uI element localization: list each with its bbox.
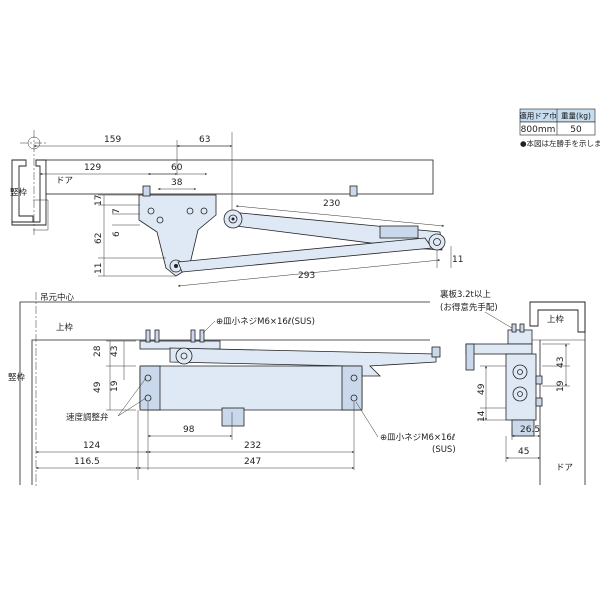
front-dim-43: 43 <box>110 346 120 357</box>
dim-293: 293 <box>298 271 315 281</box>
spec-table: 適用ドア巾 重量(kg) 800mm 50 ●本図は左勝手を示します。 <box>519 108 600 148</box>
backing-plate-label: 裏板3.2t以上 <box>440 289 491 300</box>
front-dim-247: 247 <box>244 457 261 467</box>
front-arm-pivot <box>175 347 193 365</box>
screw-bottom-label-sus: (SUS) <box>432 445 456 455</box>
front-top-frame-label: 上枠 <box>56 322 74 333</box>
frame-lip <box>33 199 49 231</box>
front-dim-19: 19 <box>110 380 120 392</box>
table-header-door-width: 適用ドア巾 <box>519 111 557 121</box>
top-bracket <box>139 340 221 350</box>
table-cell-weight: 50 <box>570 125 582 135</box>
dim-17: 17 <box>94 195 104 206</box>
screw-bottom-label: ⊕皿小ネジM6×16ℓ <box>380 432 455 443</box>
side-dim-14: 14 <box>477 410 487 422</box>
table-cell-door-width: 800mm <box>521 125 556 135</box>
side-dim-19: 19 <box>556 380 566 392</box>
speed-valve-label: 速度調整弁 <box>66 412 109 423</box>
dim-6: 6 <box>112 231 122 237</box>
bolt-top-left <box>142 185 151 197</box>
dim-11-right: 11 <box>452 255 463 265</box>
dim-7: 7 <box>112 208 122 214</box>
dim-38: 38 <box>171 178 183 188</box>
top-frame-label: 竪枠 <box>10 187 28 198</box>
dim-63: 63 <box>199 135 210 145</box>
dim-60: 60 <box>171 163 183 173</box>
front-dim-232: 232 <box>244 441 261 451</box>
bolt-top-right <box>349 185 358 197</box>
dim-62: 62 <box>94 233 104 244</box>
front-arm-end <box>431 346 441 358</box>
door-slab <box>45 159 434 195</box>
link-arm <box>177 237 433 273</box>
adjuster-sleeve <box>379 225 419 239</box>
side-dim-26-5: 26.5 <box>520 425 540 435</box>
side-top-frame-label: 上枠 <box>547 314 565 325</box>
side-dim-43: 43 <box>556 357 566 368</box>
dim-159: 159 <box>104 135 121 145</box>
side-dim-45: 45 <box>518 447 529 457</box>
table-header-weight: 重量(kg) <box>561 112 591 121</box>
dim-230: 230 <box>323 199 340 209</box>
elbow-joint <box>428 233 446 251</box>
front-dim-124: 124 <box>83 441 100 451</box>
front-dim-98: 98 <box>183 425 195 435</box>
screw-top-label: ⊕皿小ネジM6×16ℓ(SUS) <box>216 316 315 327</box>
front-dim-28: 28 <box>93 345 103 357</box>
side-arm <box>465 343 533 355</box>
side-dim-49: 49 <box>477 383 487 395</box>
spindle-housing <box>221 407 245 427</box>
table-note: ●本図は左勝手を示します。 <box>520 138 600 148</box>
dim-129: 129 <box>84 163 101 173</box>
side-view: 裏板3.2t以上 (お得意先手配) 上枠 ドア 43 19 <box>440 289 586 485</box>
closer-body <box>139 365 363 411</box>
backing-plate-note: (お得意先手配) <box>440 302 498 313</box>
hanging-center-label: 吊元中心 <box>40 292 75 303</box>
front-dim-49: 49 <box>93 381 103 393</box>
front-side-frame-label: 竪枠 <box>8 372 26 383</box>
front-dim-116-5: 116.5 <box>74 457 100 467</box>
dim-11-left: 11 <box>94 263 104 274</box>
front-view: 吊元中心 上枠 竪枠 ⊕皿小ネジM6×16ℓ(SUS) 速度調整弁 ⊕皿小ネジM… <box>8 292 456 488</box>
top-view: 竪枠 ドア 159 63 129 60 38 <box>10 130 463 287</box>
side-door-label: ドア <box>556 463 573 473</box>
door-label-top: ドア <box>56 176 73 186</box>
